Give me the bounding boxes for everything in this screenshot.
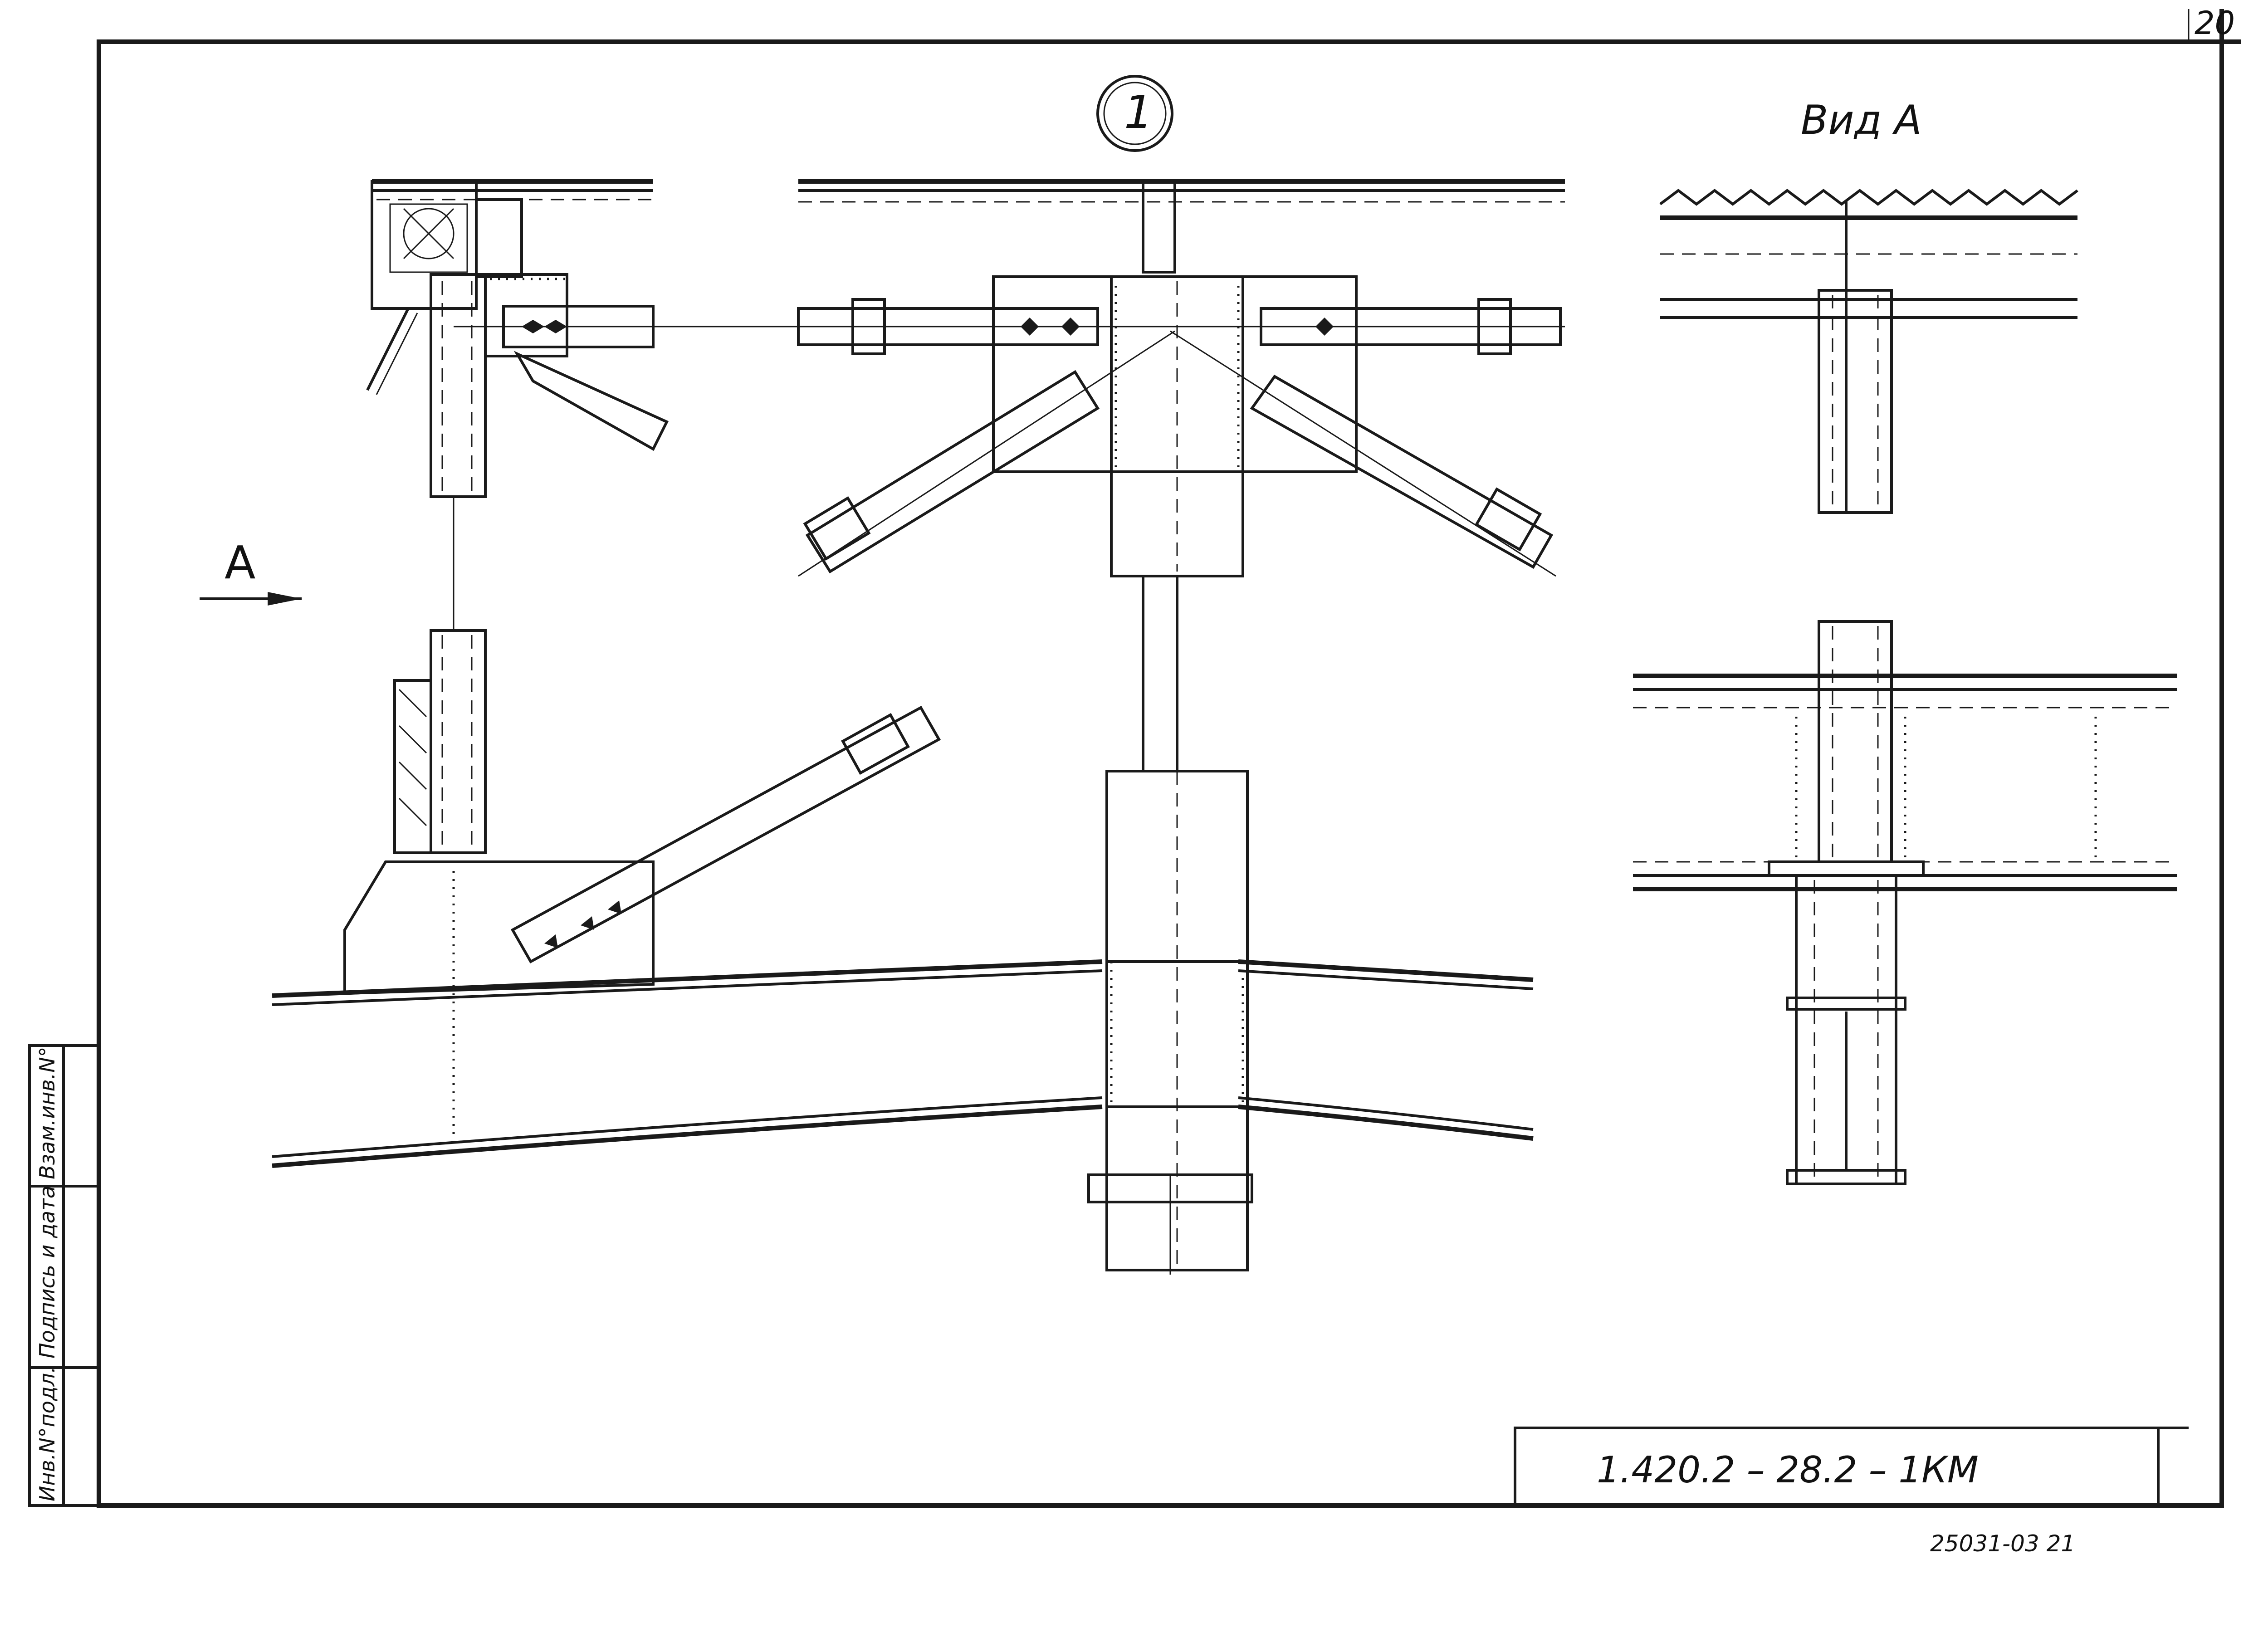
stamp-field-signature: Подпись и дата: [35, 1186, 59, 1359]
title-block: [1514, 1427, 2189, 1507]
detail-marker: [1096, 75, 1173, 152]
side-stamp: [28, 1044, 100, 1507]
left-column-bottom: [343, 497, 941, 1139]
stamp-field-replacement: Взам.инв.N°: [35, 1046, 59, 1179]
central-top-detail: [454, 179, 1565, 577]
left-column-top: [366, 179, 669, 498]
drawing-designation: 1.420.2 – 28.2 – 1КМ: [1597, 1449, 1979, 1491]
archive-number: 25031-03 21: [1930, 1530, 2075, 1557]
section-letter: А: [225, 536, 255, 589]
page-number: 20: [2195, 5, 2235, 42]
view-a-title: Вид А: [1801, 97, 1922, 143]
detail-number: 1: [1124, 86, 1153, 139]
sheet-frame: [97, 9, 2241, 1508]
view-a-top: [1659, 189, 2078, 514]
central-post: [1087, 576, 1253, 1275]
section-arrow-a: [200, 592, 302, 606]
truss-chord: [272, 959, 1534, 1168]
stamp-field-inventory: Инв.N°подл.: [35, 1366, 59, 1501]
view-a-bottom: [1633, 620, 2177, 1185]
